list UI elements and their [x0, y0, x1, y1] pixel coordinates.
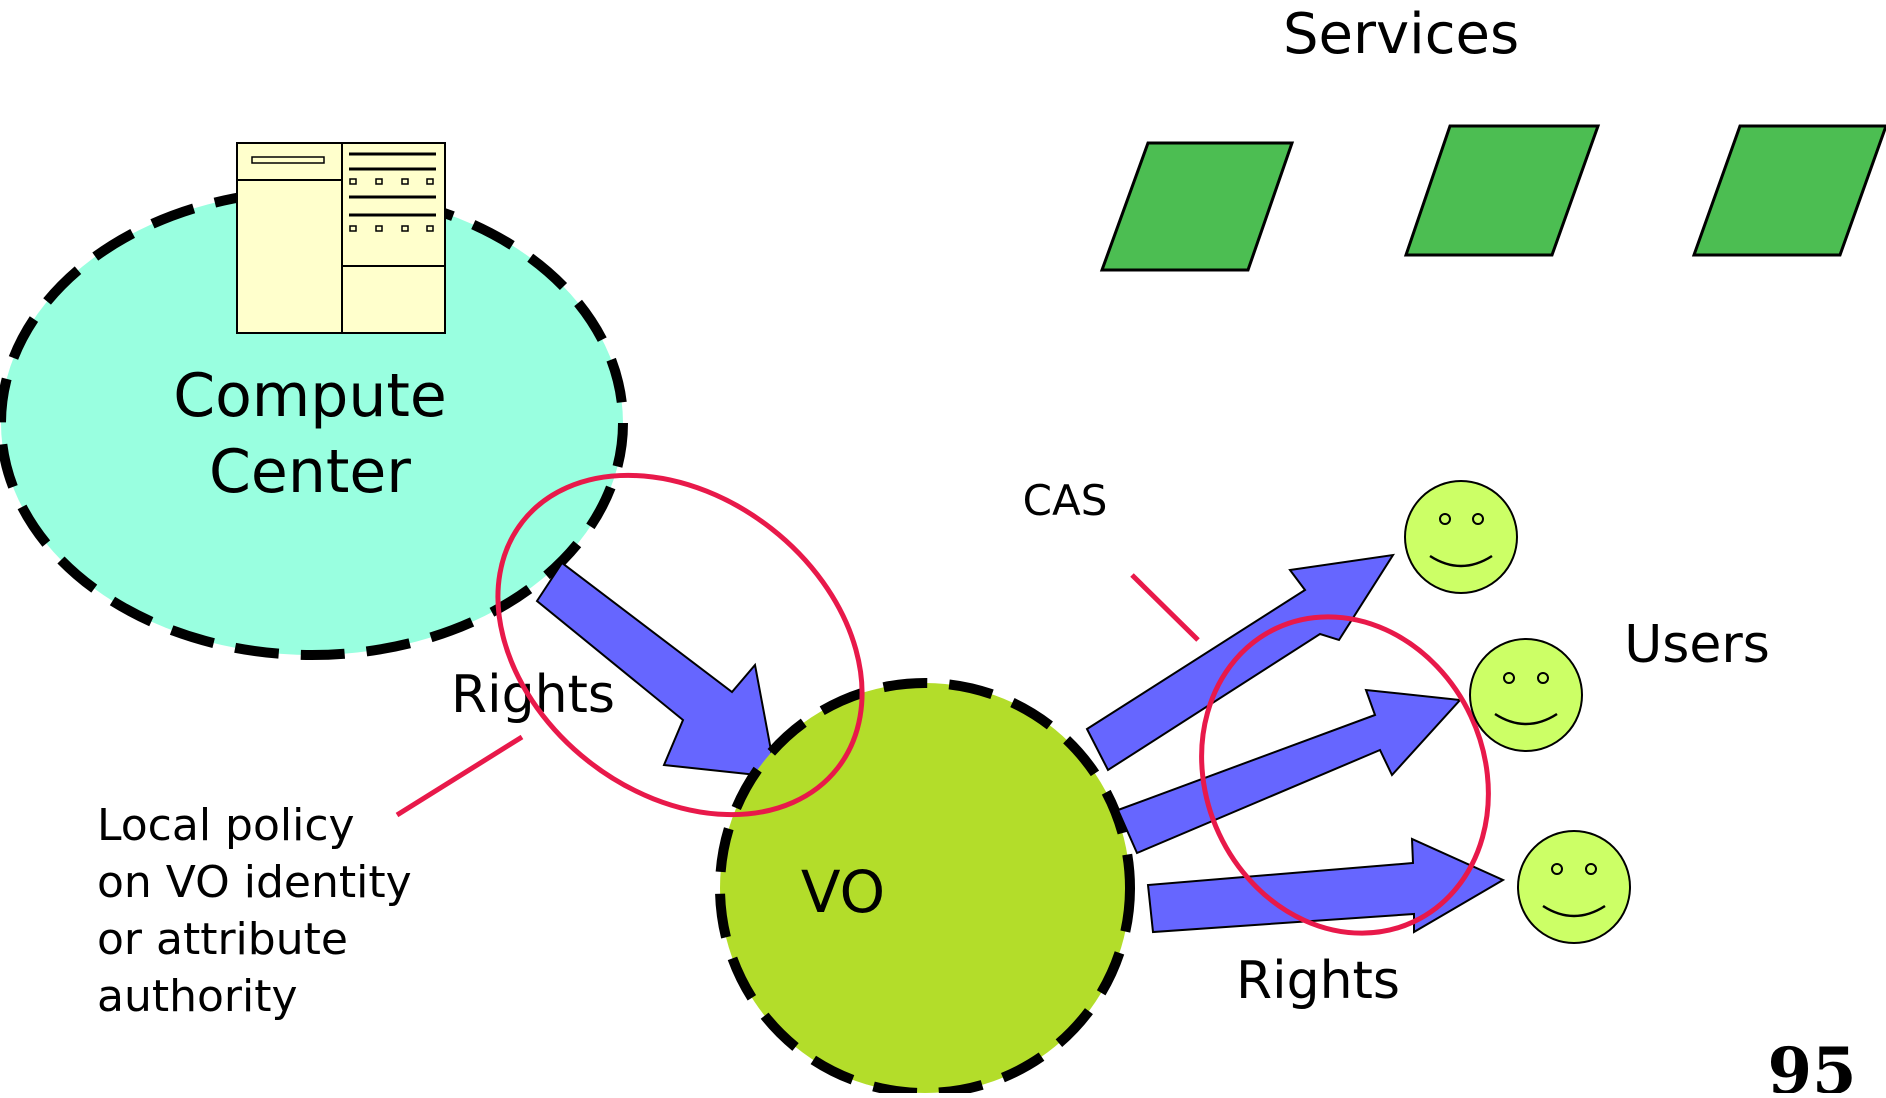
user-smiley-icon-2	[1469, 638, 1583, 752]
rights-arrow-to-vo	[535, 561, 778, 779]
local-policy-line2: on VO identity	[97, 857, 412, 908]
compute-center-label-line2: Center	[209, 437, 411, 507]
user-smiley-icon-3	[1517, 830, 1631, 944]
rights-label-right: Rights	[1236, 951, 1400, 1011]
server-icon	[236, 142, 446, 334]
compute-center-label-line1: Compute	[173, 361, 447, 431]
cas-pointer	[1130, 573, 1200, 642]
service-icon-1	[1099, 141, 1295, 272]
user-smiley-icon-1	[1404, 480, 1518, 594]
rights-arrow-user-2	[1116, 688, 1463, 855]
rights-label-left: Rights	[451, 665, 615, 725]
page-number: 95	[1767, 1034, 1856, 1093]
rights-arrow-user-3	[1146, 837, 1506, 934]
vo-label: VO	[801, 858, 885, 926]
services-title: Services	[1283, 2, 1519, 67]
cas-label: CAS	[1023, 476, 1108, 525]
annotation-ellipse-left	[495, 472, 865, 818]
vo-circle	[715, 678, 1135, 1098]
local-policy-line4: authority	[97, 971, 298, 1022]
users-label: Users	[1624, 615, 1770, 675]
rights-arrow-user-1	[1085, 553, 1396, 772]
local-policy-line3: or attribute	[97, 914, 348, 965]
local-policy-line1: Local policy	[97, 800, 355, 851]
service-icon-3	[1691, 124, 1886, 257]
local-policy-pointer	[395, 734, 524, 818]
service-icon-2	[1403, 124, 1601, 257]
annotation-ellipse-right	[1199, 614, 1491, 936]
